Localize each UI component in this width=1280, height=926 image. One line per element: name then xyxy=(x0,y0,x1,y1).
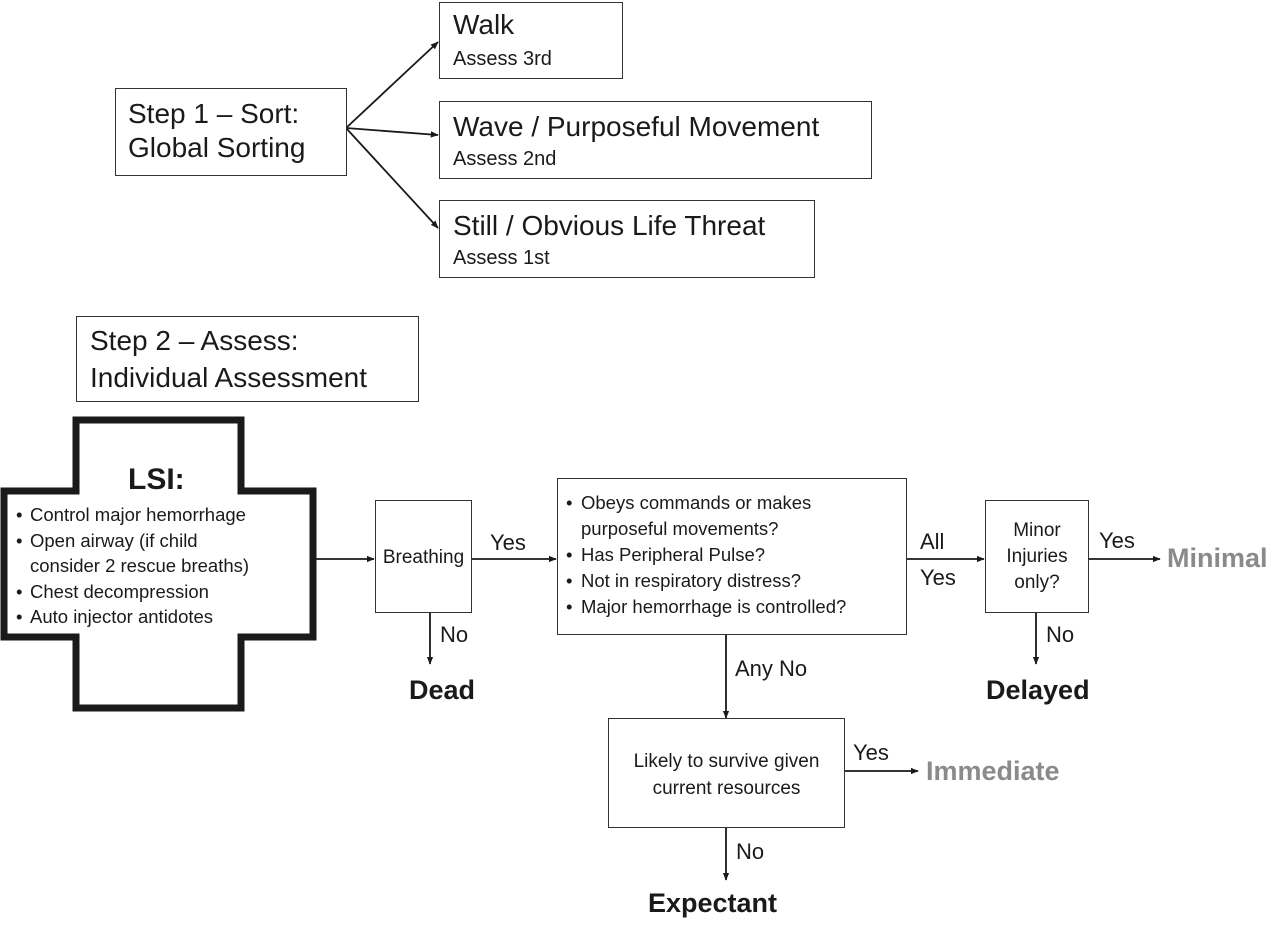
step1-line1: Step 1 – Sort: xyxy=(128,98,300,129)
step2-box: Step 2 – Assess: Individual Assessment xyxy=(76,316,419,402)
question-item: Has Peripheral Pulse? xyxy=(566,542,846,568)
lsi-cross-shape xyxy=(0,416,317,712)
edge-label-yes: Yes xyxy=(1099,528,1135,553)
edge-label-yes: Yes xyxy=(490,530,526,555)
arrow-to-still xyxy=(345,127,439,229)
still-title: Still / Obvious Life Threat xyxy=(453,210,766,241)
walk-title: Walk xyxy=(453,9,515,40)
lsi-item-continued: consider 2 rescue breaths) xyxy=(30,555,250,576)
edge-label-no: No xyxy=(736,839,765,864)
wave-box: Wave / Purposeful Movement Assess 2nd xyxy=(439,101,872,179)
step2-line2: Individual Assessment xyxy=(90,362,368,393)
edge-label-all: All xyxy=(920,529,945,554)
still-sub: Assess 1st xyxy=(453,247,550,269)
outcome-dead: Dead xyxy=(409,675,476,705)
edge-label-any-no: Any No xyxy=(735,656,808,681)
outcome-expectant: Expectant xyxy=(648,888,778,918)
likely-l2: current resources xyxy=(652,778,801,799)
lsi-title: LSI: xyxy=(128,463,185,496)
question-item: Not in respiratory distress? xyxy=(566,568,846,594)
breathing-box: Breathing xyxy=(375,500,472,613)
questions-list: Obeys commands or makes purposeful movem… xyxy=(566,490,846,620)
lsi-item: Open airway (if child xyxy=(16,528,249,554)
wave-title: Wave / Purposeful Movement xyxy=(453,111,820,142)
edge-label-no: No xyxy=(1046,622,1075,647)
likely-survive-box: Likely to survive given current resource… xyxy=(608,718,845,828)
step2-line1: Step 2 – Assess: xyxy=(90,325,299,356)
step1-line2: Global Sorting xyxy=(128,132,306,163)
arrow-to-wave xyxy=(345,127,439,138)
likely-l1: Likely to survive given xyxy=(633,751,820,772)
minor-injuries-box: Minor Injuries only? xyxy=(985,500,1089,613)
breathing-label: Breathing xyxy=(382,547,465,568)
outcome-immediate: Immediate xyxy=(926,756,1060,786)
lsi-list: Control major hemorrhage Open airway (if… xyxy=(16,502,249,630)
lsi-item: Control major hemorrhage xyxy=(16,502,249,528)
lsi-item: Chest decompression xyxy=(16,579,249,605)
minor-l1: Minor xyxy=(1013,520,1061,541)
edge-label-all-yes: Yes xyxy=(920,565,956,590)
question-item-continued: purposeful movements? xyxy=(581,518,779,539)
edge-label-yes: Yes xyxy=(853,740,889,765)
walk-box: Walk Assess 3rd xyxy=(439,2,623,79)
lsi-item: Auto injector antidotes xyxy=(16,604,249,630)
wave-sub: Assess 2nd xyxy=(453,148,557,170)
question-item: Obeys commands or makes xyxy=(566,490,846,516)
questions-box: Obeys commands or makes purposeful movem… xyxy=(557,478,907,635)
still-box: Still / Obvious Life Threat Assess 1st xyxy=(439,200,815,278)
outcome-delayed: Delayed xyxy=(986,675,1090,705)
outcome-minimal: Minimal xyxy=(1167,543,1268,573)
arrow-to-walk xyxy=(345,41,439,129)
minor-l2: Injuries xyxy=(1006,546,1068,567)
edge-label-no: No xyxy=(440,622,469,647)
step1-box: Step 1 – Sort: Global Sorting xyxy=(115,88,347,176)
walk-sub: Assess 3rd xyxy=(453,48,552,70)
minor-l3: only? xyxy=(1014,572,1060,593)
question-item: Major hemorrhage is controlled? xyxy=(566,594,846,620)
